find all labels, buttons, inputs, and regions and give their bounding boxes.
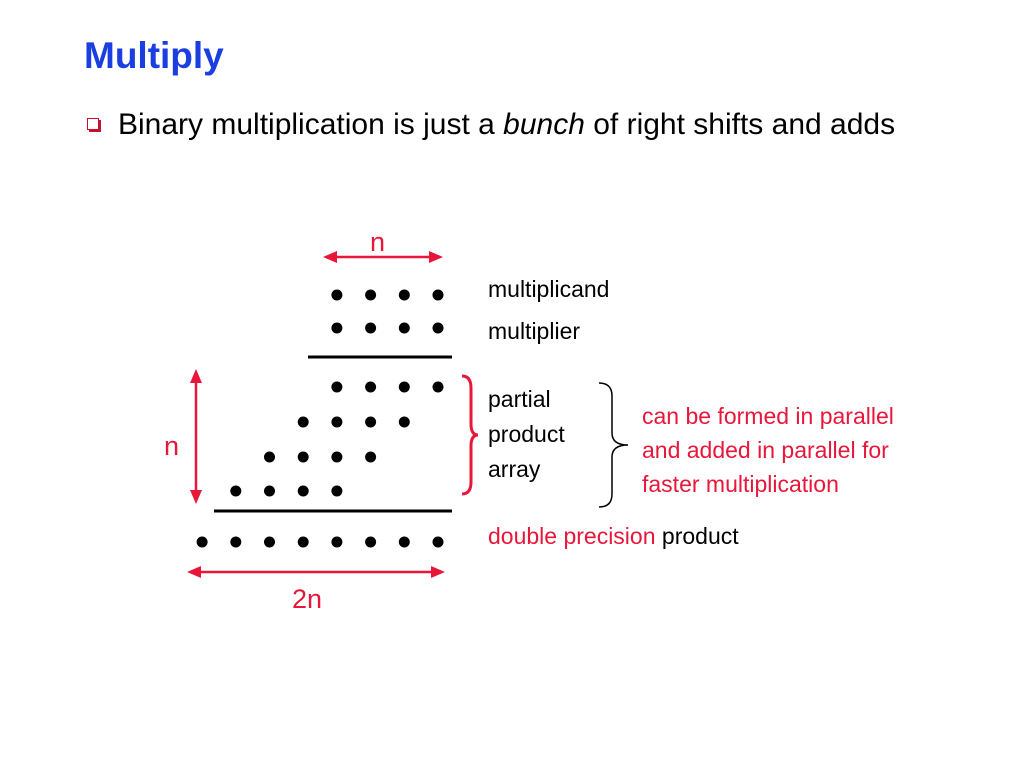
product-label-word: product: [655, 523, 739, 549]
bit-dot: [365, 451, 377, 463]
top-width-label: n: [370, 227, 386, 257]
partial-product-row-1: [331, 381, 444, 393]
note-brace: [598, 382, 629, 508]
bit-dot: [196, 536, 208, 548]
bit-dot: [398, 416, 410, 428]
bit-dot: [432, 536, 444, 548]
multiplier-row: [331, 322, 444, 334]
bit-dot: [297, 485, 309, 497]
product-label-precision: double precision: [488, 523, 656, 549]
partial-product-label-line-3: array: [488, 456, 541, 482]
product-label: double precision product: [488, 519, 739, 553]
bit-dot: [432, 289, 444, 301]
bullet-text-end: of right shifts and adds: [584, 108, 896, 141]
bit-dot: [365, 536, 377, 548]
bit-dot: [264, 536, 275, 548]
parallel-note-line-1: can be formed in parallel: [642, 403, 894, 429]
bit-dot: [331, 381, 343, 393]
dot-grid: [196, 289, 444, 548]
side-height-arrow: [190, 369, 202, 504]
partial-product-label-line-2: product: [488, 421, 565, 447]
bit-dot: [297, 416, 309, 428]
bit-dot: [398, 536, 410, 548]
bit-dot: [432, 381, 444, 393]
bit-dot: [331, 485, 343, 497]
partial-product-label-line-1: partial: [488, 386, 551, 412]
bit-dot: [264, 451, 275, 463]
bit-dot: [331, 416, 343, 428]
partial-product-row-2: [297, 416, 410, 428]
bit-dot: [365, 289, 377, 301]
bit-dot: [297, 536, 309, 548]
bit-dot: [398, 322, 410, 334]
partial-product-bracket: [461, 374, 479, 496]
multiplier-label: multiplier: [488, 318, 581, 344]
square-bullet-icon: [87, 118, 99, 130]
bit-dot: [398, 289, 410, 301]
multiplicand-label: multiplicand: [488, 276, 610, 302]
bullet-text: Binary multiplication is just a bunch of…: [118, 106, 958, 143]
bit-dot: [230, 485, 242, 497]
slide-title: Multiply: [84, 35, 224, 76]
parallel-note-line-2: and added in parallel for: [642, 437, 889, 463]
bit-dot: [365, 416, 377, 428]
bit-dot: [365, 381, 377, 393]
partial-product-row-3: [264, 451, 377, 463]
bit-dot: [331, 536, 343, 548]
bit-dot: [331, 451, 343, 463]
bit-dot: [365, 322, 377, 334]
top-width-arrow: [323, 251, 443, 263]
partial-product-row-4: [230, 485, 343, 497]
bullet-emphasis: bunch: [503, 108, 585, 141]
product-row: [196, 536, 444, 548]
bit-dot: [331, 289, 343, 301]
side-height-label: n: [164, 431, 180, 461]
bit-dot: [432, 322, 444, 334]
bottom-width-label: 2n: [292, 584, 323, 614]
bit-dot: [264, 485, 275, 497]
bullet-text-start: Binary multiplication is just a: [118, 108, 504, 141]
bit-dot: [230, 536, 242, 548]
parallel-note-line-3: faster multiplication: [642, 471, 839, 497]
bit-dot: [331, 322, 343, 334]
multiplicand-row: [331, 289, 444, 301]
bit-dot: [297, 451, 309, 463]
bit-dot: [398, 381, 410, 393]
bottom-width-arrow: [187, 566, 445, 578]
